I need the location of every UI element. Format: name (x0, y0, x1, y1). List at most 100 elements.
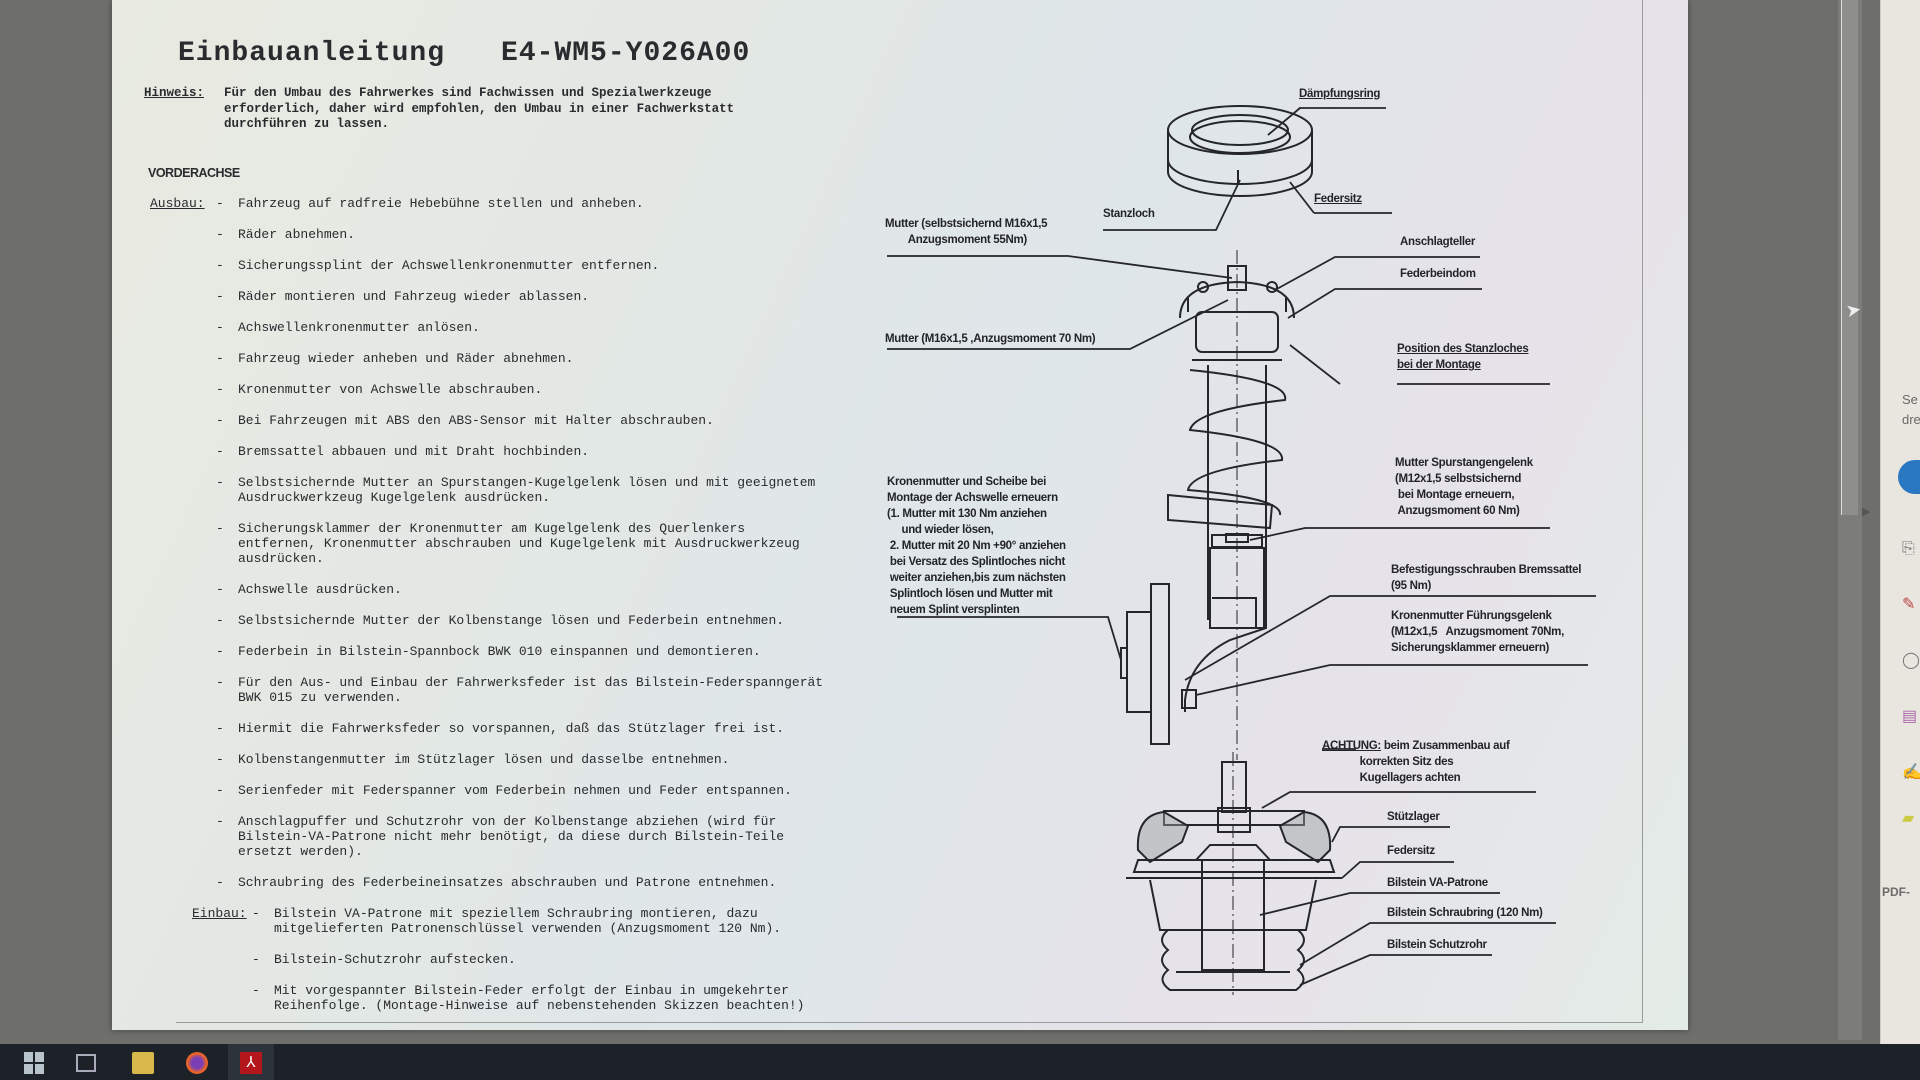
step-text: Kolbenstangenmutter im Stützlager lösen … (238, 752, 730, 767)
right-tools-panel (1880, 0, 1920, 1044)
step-bullet: - (216, 783, 224, 798)
step-text: Räder montieren und Fahrzeug wieder abla… (238, 289, 590, 304)
instruction-step: -Serienfeder mit Federspanner vom Federb… (150, 783, 830, 798)
section-heading: VORDERACHSE (148, 166, 240, 180)
label-mutter-55nm: Mutter (selbstsichernd M16x1,5 Anzugsmom… (885, 218, 1048, 246)
step-text: Bilstein VA-Patrone mit speziellem Schra… (274, 906, 782, 936)
file-explorer-icon[interactable] (132, 1052, 154, 1074)
firefox-icon[interactable] (186, 1052, 208, 1074)
step-text: Sicherungssplint der Achswellenkronenmut… (238, 258, 660, 273)
einbau-label: Einbau: (192, 906, 247, 921)
step-text: Kronenmutter von Achswelle abschrauben. (238, 382, 543, 397)
step-bullet: - (252, 906, 260, 921)
instruction-step: -Für den Aus- und Einbau der Fahrwerksfe… (150, 675, 830, 705)
step-text: Bei Fahrzeugen mit ABS den ABS-Sensor mi… (238, 413, 714, 428)
instruction-step: -Selbstsichernde Mutter der Kolbenstange… (150, 613, 830, 628)
instruction-step: -Achswelle ausdrücken. (150, 582, 830, 597)
step-text: Achswelle ausdrücken. (238, 582, 402, 597)
acrobat-reader-icon[interactable]: ⅄ (240, 1052, 262, 1074)
step-bullet: - (216, 875, 224, 890)
step-text: Räder abnehmen. (238, 227, 356, 242)
achtung-label: ACHTUNG: (1322, 740, 1381, 752)
step-bullet: - (216, 521, 224, 536)
note-text: Für den Umbau des Fahrwerkes sind Fachwi… (224, 86, 735, 131)
document-page (112, 0, 1688, 1030)
instruction-step: -Selbstsichernde Mutter an Spurstangen-K… (150, 475, 830, 505)
step-bullet: - (216, 582, 224, 597)
leader-lines (887, 107, 1596, 986)
windows-start-icon[interactable] (24, 1052, 46, 1074)
step-bullet: - (216, 475, 224, 490)
form-icon[interactable]: ▤ (1902, 708, 1918, 725)
step-bullet: - (216, 351, 224, 366)
step-bullet: - (216, 721, 224, 736)
step-bullet: - (216, 196, 224, 211)
part-number: E4-WM5-Y026A00 (501, 38, 751, 69)
label-position-stanzloch: Position des Stanzloches bei der Montage (1397, 343, 1529, 371)
label-befestigung-bremssattel: Befestigungsschrauben Bremssattel (95 Nm… (1391, 564, 1582, 592)
edit-pdf-icon[interactable]: ✎ (1902, 596, 1916, 613)
step-bullet: - (216, 227, 224, 242)
right-panel-footer: PDF- (1882, 885, 1910, 899)
label-achtung: ACHTUNG: beim Zusammenbau auf korrekten … (1322, 738, 1510, 786)
step-bullet: - (216, 814, 224, 829)
comment-icon[interactable]: ◯ (1902, 652, 1920, 669)
instruction-step: -Bilstein-Schutzrohr aufstecken. (150, 952, 830, 967)
right-panel-text-1: Se (1902, 392, 1918, 407)
label-federsitz-top: Federsitz (1314, 193, 1362, 205)
label-daempfungsring: Dämpfungsring (1299, 88, 1381, 100)
label-mutter-spurstangengelenk: Mutter Spurstangengelenk (M12x1,5 selbst… (1395, 457, 1533, 517)
instruction-step: -Bremssattel abbauen und mit Draht hochb… (150, 444, 830, 459)
step-text: Selbstsichernde Mutter an Spurstangen-Ku… (238, 475, 816, 505)
step-text: Achswellenkronenmutter anlösen. (238, 320, 480, 335)
label-federsitz-bottom: Federsitz (1387, 845, 1435, 857)
label-kronenmutter-achswelle: Kronenmutter und Scheibe bei Montage der… (887, 476, 1066, 616)
step-text: Fahrzeug auf radfreie Hebebühne stellen … (238, 196, 644, 211)
step-text: Bilstein-Schutzrohr aufstecken. (274, 952, 516, 967)
label-anschlagteller: Anschlagteller (1400, 236, 1476, 248)
label-stuetzlager: Stützlager (1387, 811, 1440, 823)
panel-collapse-arrow-icon[interactable]: ▶ (1862, 506, 1871, 518)
instruction-step: -Bei Fahrzeugen mit ABS den ABS-Sensor m… (150, 413, 830, 428)
einbau-group: Einbau: -Bilstein VA-Patrone mit speziel… (150, 906, 830, 1013)
note: Hinweis: Für den Umbau des Fahrwerkes si… (144, 86, 794, 133)
step-bullet: - (216, 752, 224, 767)
instruction-step: -Kolbenstangenmutter im Stützlager lösen… (150, 752, 830, 767)
instruction-step: -Federbein in Bilstein-Spannbock BWK 010… (150, 644, 830, 659)
step-bullet: - (216, 289, 224, 304)
step-text: Schraubring des Federbeineinsatzes absch… (238, 875, 777, 890)
sign-icon[interactable]: ✍ (1902, 764, 1920, 781)
instruction-step: -Fahrzeug auf radfreie Hebebühne stellen… (150, 196, 830, 211)
step-text: Sicherungsklammer der Kronenmutter am Ku… (238, 521, 800, 566)
instruction-step: -Schraubring des Federbeineinsatzes absc… (150, 875, 830, 890)
step-bullet: - (216, 613, 224, 628)
scrollbar-thumb[interactable] (1841, 0, 1858, 515)
label-federbeindom: Federbeindom (1400, 268, 1476, 280)
step-bullet: - (252, 952, 260, 967)
right-panel-primary-button[interactable] (1898, 460, 1920, 494)
export-pdf-icon[interactable]: ⎘ (1902, 540, 1915, 557)
taskbar: ⅄ (0, 1044, 1920, 1080)
achtung-text: beim Zusammenbau auf korrekten Sitz des … (1359, 740, 1510, 784)
step-text: Federbein in Bilstein-Spannbock BWK 010 … (238, 644, 761, 659)
step-bullet: - (216, 444, 224, 459)
step-bullet: - (216, 382, 224, 397)
label-va-patrone: Bilstein VA-Patrone (1387, 877, 1488, 889)
step-bullet: - (216, 413, 224, 428)
instruction-step: -Hiermit die Fahrwerksfeder so vorspanne… (150, 721, 830, 736)
folder-icon[interactable]: ▰ (1902, 810, 1915, 827)
instruction-step: -Achswellenkronenmutter anlösen. (150, 320, 830, 335)
task-view-icon[interactable] (76, 1054, 96, 1072)
step-text: Serienfeder mit Federspanner vom Federbe… (238, 783, 792, 798)
step-bullet: - (216, 644, 224, 659)
label-stanzloch: Stanzloch (1103, 208, 1155, 220)
label-schraubring: Bilstein Schraubring (120 Nm) (1387, 907, 1543, 919)
step-text: Hiermit die Fahrwerksfeder so vorspannen… (238, 721, 785, 736)
instruction-step: -Kronenmutter von Achswelle abschrauben. (150, 382, 830, 397)
ausbau-label: Ausbau: (150, 196, 205, 211)
instruction-step: -Räder abnehmen. (150, 227, 830, 242)
label-schutzrohr: Bilstein Schutzrohr (1387, 939, 1487, 951)
step-bullet: - (216, 258, 224, 273)
step-text: Bremssattel abbauen und mit Draht hochbi… (238, 444, 590, 459)
